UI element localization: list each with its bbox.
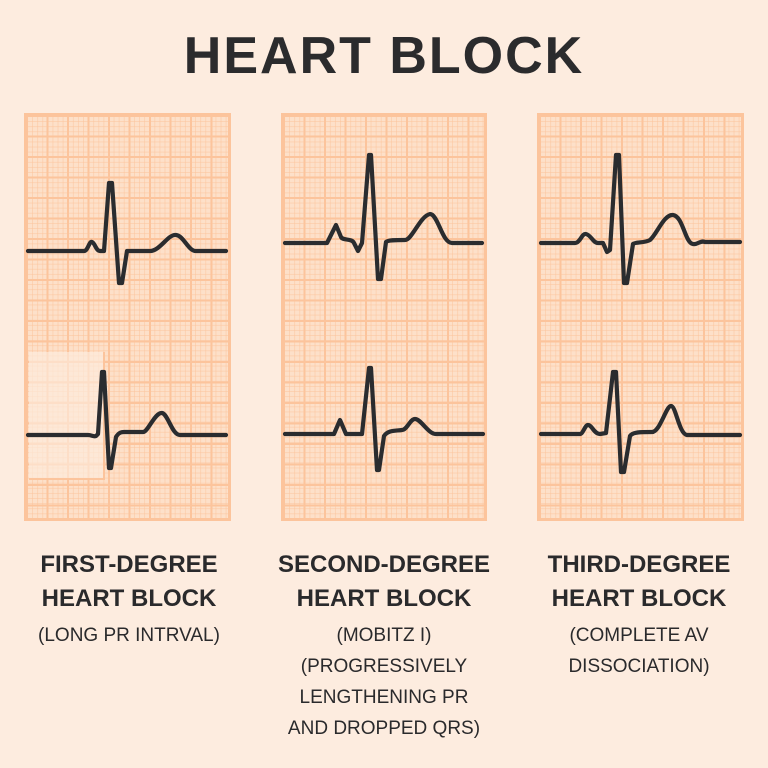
ecg-panel-third-degree — [537, 113, 744, 521]
label-third-degree: THIRD-DEGREE HEART BLOCK (COMPLETE AV DI… — [510, 548, 768, 682]
label-second-degree: SECOND-DEGREE HEART BLOCK (MOBITZ I) (PR… — [253, 548, 515, 744]
label-title-line2: HEART BLOCK — [41, 585, 217, 612]
page-title: HEART BLOCK — [183, 27, 585, 85]
label-detail-line2: LENGTHENING PR — [299, 687, 469, 708]
label-subtitle: (MOBITZ I) — [336, 625, 432, 646]
highlight-region — [29, 352, 105, 480]
label-title-line2: HEART BLOCK — [296, 585, 472, 612]
label-title-line1: FIRST-DEGREE — [40, 551, 218, 578]
label-title-line1: SECOND-DEGREE — [277, 551, 491, 578]
ecg-panel-first-degree — [24, 113, 231, 521]
label-subtitle: (LONG PR INTRVAL) — [38, 625, 220, 646]
label-title-line1: THIRD-DEGREE — [547, 551, 731, 578]
label-title-line2: HEART BLOCK — [551, 585, 727, 612]
label-subtitle-line1: (COMPLETE AV — [569, 625, 709, 646]
ecg-panel-second-degree — [281, 113, 487, 521]
label-detail-line1: (PROGRESSIVELY — [300, 656, 468, 677]
label-first-degree: FIRST-DEGREE HEART BLOCK (LONG PR INTRVA… — [0, 548, 258, 651]
label-subtitle-line2: DISSOCIATION) — [568, 656, 710, 677]
label-detail-line3: AND DROPPED QRS) — [287, 718, 481, 739]
